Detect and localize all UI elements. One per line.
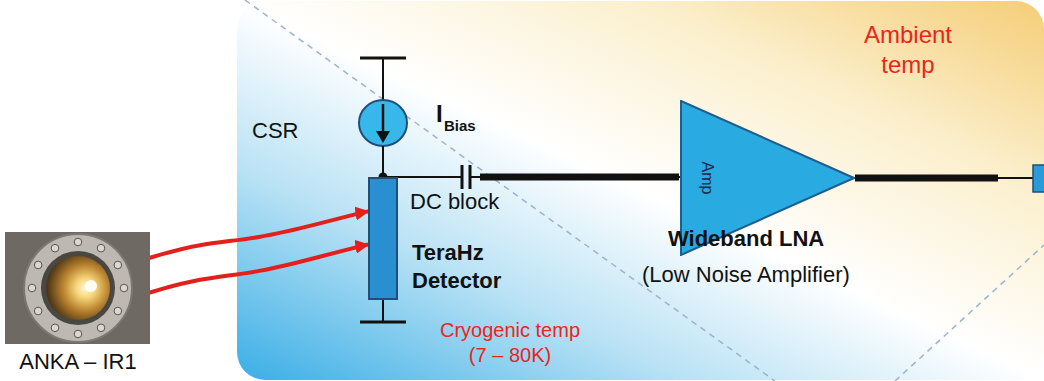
temperature-label-box: Cryogenic temp (7 – 80K) [432,318,588,368]
bolt [74,238,82,246]
current-arrow [382,104,385,132]
region-label-box: CSR [252,117,298,145]
bolt [28,284,36,292]
temperature-boundary [895,245,1044,381]
wire [382,58,384,100]
wire [382,300,384,322]
light-spot [85,280,97,292]
current-symbol: I [436,99,443,129]
wire [382,146,384,177]
detector-label-box: TeraHz Detector [412,239,501,294]
bolt [74,330,82,338]
photo-illustration [5,232,150,344]
current-source-symbol [359,100,407,146]
bolt [97,324,105,332]
component-title: Wideband LNA [668,225,824,253]
beamline-window-photo: ANKA – IR1 [5,232,150,344]
radiation-arrow [150,245,368,293]
current-arrow-head [376,131,390,143]
temperature-label: Cryogenic temp (7 – 80K) [432,318,588,368]
component-title-box: Wideband LNA [668,225,824,253]
source-label: ANKA – IR1 [0,348,163,376]
component-label: DC block [410,188,499,216]
component-subtitle: (Low Noise Amplifier) [642,261,850,289]
photo-background [5,232,150,344]
bolt [114,261,122,269]
current-symbol-box: I [436,99,443,129]
current-subscript-box: Bias [444,117,476,136]
wire [998,177,1034,179]
temperature-label-box: Ambient temp [855,20,961,80]
component-subtitle-box: (Low Noise Amplifier) [642,261,850,289]
flange [24,234,132,342]
detector-element: TeraHz Detector [368,177,398,300]
bolt [120,284,128,292]
background-panel [237,1,1044,380]
bolt [34,261,42,269]
region-label: CSR [252,117,298,145]
window-ring [41,251,115,325]
signal-wire [383,176,680,178]
temperature-label: Ambient temp [855,20,961,80]
detector-label: TeraHz Detector [412,239,501,294]
amplifier-label: Amp [697,162,717,195]
bolt [51,324,59,332]
bolt [97,244,105,252]
current-subscript: Bias [444,117,476,136]
source-label-box: ANKA – IR1 [0,348,163,376]
bolt [114,307,122,315]
next-stage-box [1033,165,1044,192]
component-label-box: DC block [410,188,499,216]
bolt [51,244,59,252]
coax-cable [855,175,998,182]
amplifier-label-box: Amp [697,162,717,195]
bolt [34,307,42,315]
window-glow [46,256,110,320]
ground-rail [360,321,406,324]
